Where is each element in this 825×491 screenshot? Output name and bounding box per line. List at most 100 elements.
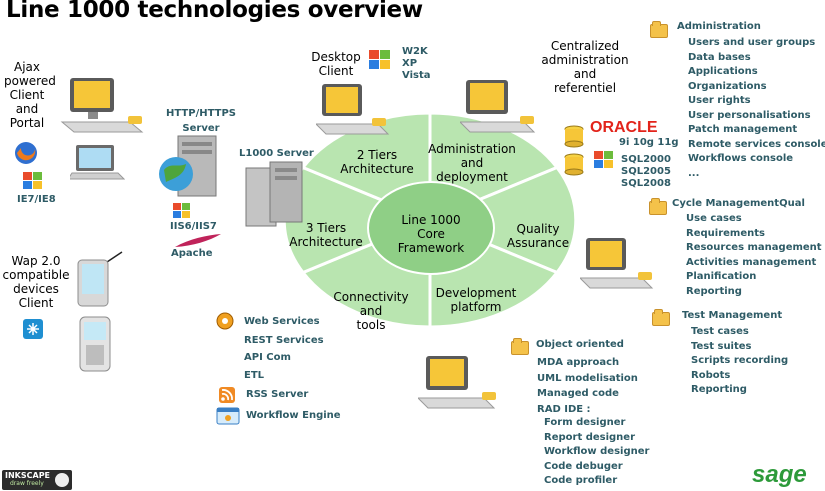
- list-item: Use cases: [686, 213, 742, 224]
- rss-icon: [219, 387, 235, 403]
- list-item: Robots: [691, 369, 731, 381]
- oracle-logo: ORACLE: [590, 119, 658, 136]
- segment-quality: [426, 165, 578, 275]
- list-item: Resources management: [686, 242, 822, 253]
- inkscape-logo-icon: [55, 473, 69, 487]
- test-list: Test cases Test suites Scripts recording…: [691, 325, 788, 398]
- list-item: Data bases: [688, 51, 751, 63]
- qa-computer-icon: [580, 238, 654, 289]
- rss-server-label: RSS Server: [246, 389, 309, 400]
- list-item: Activities management: [686, 256, 817, 268]
- workflow-window-icon: [216, 407, 240, 425]
- list-item: Test suites: [691, 340, 752, 352]
- sql-database-icon: [564, 153, 584, 176]
- api-com-label: API Com: [244, 352, 291, 363]
- list-item: Scripts recording: [691, 355, 789, 366]
- windows-sql-logo-icon: [594, 151, 613, 168]
- list-item: Report designer: [544, 431, 636, 443]
- gear-icon: [216, 312, 234, 330]
- list-item: Organizations: [688, 80, 767, 92]
- web-server-icon: [159, 135, 217, 197]
- rest-services-label: REST Services: [244, 335, 324, 346]
- list-item: MDA approach: [537, 357, 620, 368]
- admin-computer-icon: [460, 80, 536, 133]
- apache-feather-icon: [175, 234, 221, 247]
- oracle-versions: 9i 10g 11g: [619, 137, 679, 148]
- apache-label: Apache: [171, 248, 213, 259]
- list-item: User personalisations: [688, 109, 811, 121]
- cycle-list: Use cases Requirements Resources managem…: [686, 212, 822, 299]
- list-item: RAD IDE :: [537, 403, 591, 415]
- core-framework-circle: [367, 181, 495, 275]
- list-item: Remote services console: [688, 138, 825, 150]
- administration-list: Users and user groups Data bases Applica…: [688, 36, 825, 181]
- administration-folder-icon: [650, 21, 668, 38]
- list-item: Workflow designer: [544, 446, 650, 457]
- ie-version: IE7/IE8: [17, 194, 56, 205]
- list-item: Planification: [686, 271, 757, 282]
- desktop-client-computer-icon: [316, 84, 390, 135]
- test-heading: Test Management: [682, 310, 783, 321]
- web-services-label: Web Services: [244, 316, 320, 327]
- wap-icon: [23, 319, 43, 339]
- l1000-server-label: L1000 Server: [239, 148, 314, 159]
- architecture-wheel: [282, 111, 578, 329]
- administration-heading: Administration: [677, 21, 761, 32]
- windows-logo-iis-icon: [173, 203, 190, 218]
- dev-computer-icon: [418, 356, 496, 409]
- object-list: MDA approach UML modelisation Managed co…: [537, 355, 638, 417]
- sage-logo: sage: [752, 461, 807, 488]
- list-item: ...: [688, 167, 700, 179]
- etl-label: ETL: [244, 370, 265, 381]
- inkscape-badge: INKSCAPE draw freely: [2, 470, 72, 490]
- list-item: Test cases: [691, 326, 749, 337]
- list-item: Patch management: [688, 124, 798, 135]
- list-item: Workflows console: [688, 153, 794, 164]
- mobile-phone-icon: [79, 316, 111, 372]
- windows-logo-icon: [23, 172, 42, 189]
- list-item: Managed code: [537, 388, 619, 399]
- cycle-folder-icon: [649, 198, 667, 215]
- list-item: Applications: [688, 66, 758, 77]
- laptop-icon: [70, 145, 125, 180]
- iis-version: IIS6/IIS7: [170, 221, 217, 232]
- list-item: Form designer: [544, 417, 626, 428]
- list-item: Reporting: [686, 285, 742, 297]
- l1000-server-icon: [245, 161, 303, 227]
- list-item: User rights: [688, 95, 751, 106]
- list-item: Code profiler: [544, 475, 618, 486]
- list-item: UML modelisation: [537, 372, 638, 384]
- rad-ide-list: Form designer Report designer Workflow d…: [544, 416, 649, 489]
- firefox-icon: [15, 142, 37, 164]
- inkscape-tagline: draw freely: [10, 480, 44, 487]
- desktop-computer-icon: [60, 78, 144, 133]
- pda-device-icon: [77, 251, 123, 307]
- list-item: Requirements: [686, 227, 765, 239]
- list-item: Reporting: [691, 384, 747, 395]
- object-folder-icon: [511, 338, 529, 355]
- object-heading: Object oriented: [536, 339, 624, 350]
- page-title: Line 1000 technologies overview: [6, 0, 423, 23]
- windows-vista-logo-icon: [369, 50, 390, 69]
- list-item: Code debuger: [544, 460, 623, 472]
- oracle-database-icon: [564, 125, 584, 148]
- test-folder-icon: [652, 309, 670, 326]
- inkscape-name: INKSCAPE: [5, 471, 51, 480]
- workflow-engine-label: Workflow Engine: [246, 410, 341, 421]
- cycle-heading: Cycle ManagementQual: [672, 198, 805, 209]
- list-item: Users and user groups: [688, 37, 816, 48]
